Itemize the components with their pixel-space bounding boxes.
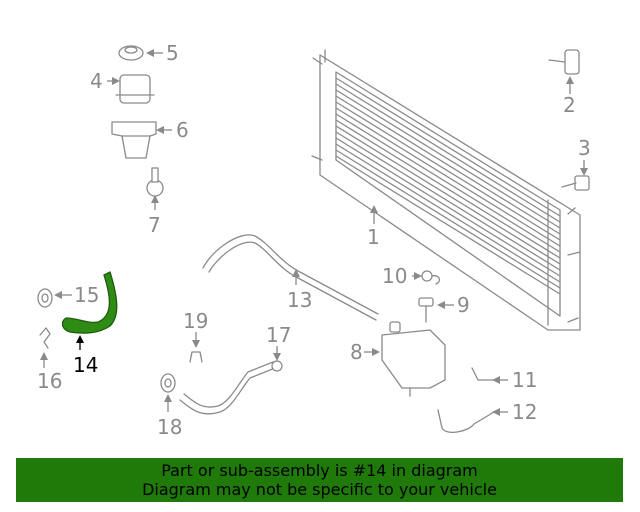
parts-diagram: 1 2 3 4 5 6: [37, 41, 591, 439]
callout-13: 13: [287, 288, 312, 312]
part-10-clip: 10: [382, 264, 441, 288]
part-19-clip: 19: [183, 309, 208, 363]
part-8-reservoir: 8: [350, 321, 446, 397]
banner-line-1: Part or sub-assembly is #14 in diagram: [161, 461, 478, 480]
callout-15: 15: [74, 283, 99, 307]
part-14-hose-highlighted: 14: [61, 271, 118, 377]
part-17-hose: 17: [179, 323, 291, 415]
part-6-mount: 6: [111, 118, 189, 159]
part-12-hose: 12: [437, 400, 537, 434]
callout-19: 19: [183, 309, 208, 333]
callout-3: 3: [578, 136, 591, 160]
part-11-hose: 11: [471, 367, 537, 392]
part-1-radiator: 1: [311, 49, 581, 331]
callout-6: 6: [176, 118, 189, 142]
info-banner: Part or sub-assembly is #14 in diagram D…: [16, 458, 623, 502]
part-2-bolt: 2: [548, 49, 580, 117]
callout-17: 17: [266, 323, 291, 347]
callout-11: 11: [512, 368, 537, 392]
callout-10: 10: [382, 264, 407, 288]
callout-8: 8: [350, 340, 363, 364]
part-4-bracket: 4: [90, 69, 155, 104]
part-3-bolt: 3: [561, 136, 591, 191]
highlighted-hose-shape: [61, 271, 118, 334]
part-18-washer: 18: [157, 373, 182, 439]
callout-12: 12: [512, 400, 537, 424]
callout-14: 14: [73, 353, 98, 377]
callout-4: 4: [90, 69, 103, 93]
callout-9: 9: [457, 293, 470, 317]
callout-5: 5: [166, 41, 179, 65]
banner-line-2: Diagram may not be specific to your vehi…: [142, 480, 497, 499]
part-7-nut: 7: [146, 167, 164, 237]
callout-18: 18: [157, 415, 182, 439]
part-16-clip: 16: [37, 327, 62, 393]
callout-7: 7: [148, 213, 161, 237]
callout-1: 1: [367, 225, 380, 249]
part-5-grommet: 5: [118, 41, 179, 65]
part-15-washer: 15: [37, 283, 99, 308]
part-9-bolt: 9: [418, 293, 470, 323]
callout-2: 2: [563, 93, 576, 117]
callout-16: 16: [37, 369, 62, 393]
part-13-hose: 13: [202, 234, 379, 321]
